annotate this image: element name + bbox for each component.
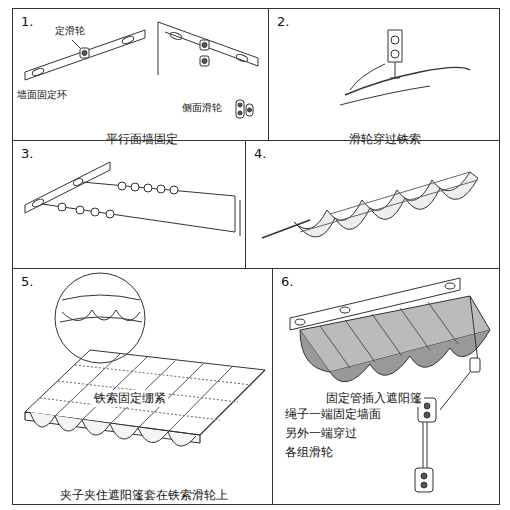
part-label: 侧面滑轮 (181, 101, 223, 115)
step-number: 5. (21, 274, 33, 289)
step-number: 2. (277, 14, 289, 29)
step-caption: 铁索固定绷紧 (92, 390, 168, 407)
step-panel: 6. 绳子一端固定墙面 另外一端穿过 各组滑轮 (272, 268, 500, 505)
step-number: 4. (254, 146, 266, 161)
part-label: 定滑轮 (54, 24, 86, 38)
step-panel: 2.滑轮穿过铁索 (268, 8, 500, 141)
step-number: 6. (281, 274, 293, 289)
step-panel: 1.平行面墙固定 (12, 8, 269, 141)
step-panel: 4.固定管插入遮阳篷 (245, 140, 500, 269)
step-number: 1. (21, 14, 33, 29)
step-panel: 3.铁索固定绷紧 (12, 140, 246, 269)
step-caption: 夹子夹住遮阳篷套在铁索滑轮上 (58, 487, 230, 504)
step-note: 绳子一端固定墙面 另外一端穿过 各组滑轮 (285, 405, 393, 463)
part-label: 墙面固定环 (16, 88, 68, 102)
step-panel: 5. 夹子夹住遮阳篷套在铁索滑轮上 (12, 268, 273, 505)
step-number: 3. (21, 146, 33, 161)
